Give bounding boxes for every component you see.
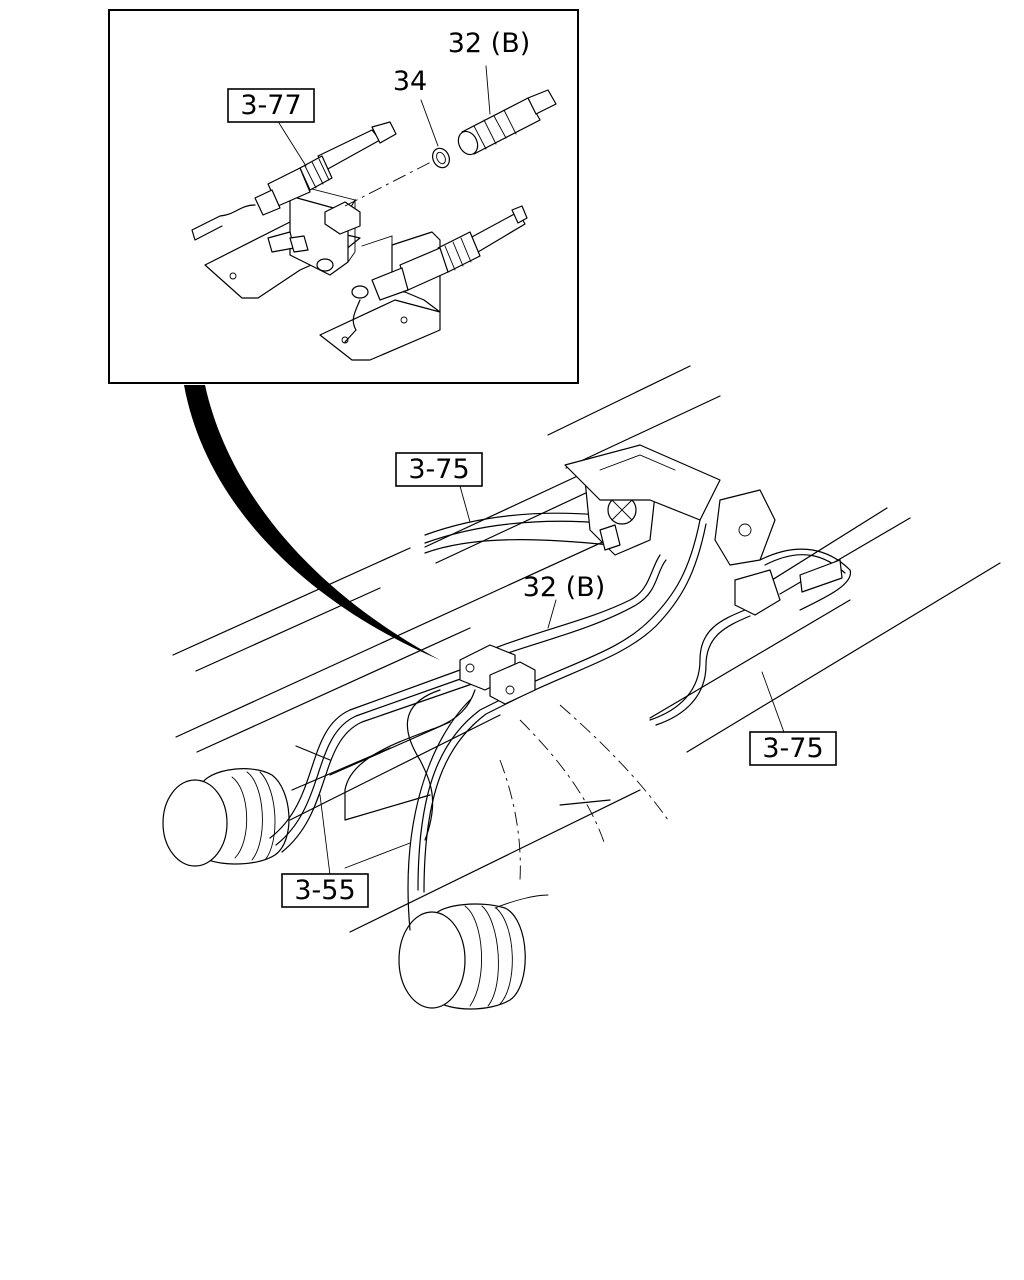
- valve-block-left: [459, 644, 536, 705]
- brake-drum-left: [162, 768, 290, 867]
- leader-lines: [319, 485, 786, 876]
- inset-connector-arrow: [184, 385, 440, 660]
- inset-tee-fitting: [267, 159, 436, 272]
- svg-text:3-75: 3-75: [408, 454, 469, 485]
- label-34: 34: [393, 66, 427, 97]
- inset-hose-lower: [344, 205, 528, 343]
- inset-frame: [108, 9, 579, 384]
- label-32b-inset: 32 (B): [448, 28, 531, 59]
- svg-text:3-55: 3-55: [294, 875, 355, 906]
- svg-text:3-77: 3-77: [240, 90, 301, 121]
- label-32b-main: 32 (B): [523, 572, 606, 603]
- valve-block-right: [714, 489, 843, 616]
- callout-3-75-lower: 3-75: [749, 731, 837, 766]
- callout-3-77: 3-77: [227, 88, 315, 123]
- svg-text:3-75: 3-75: [762, 733, 823, 764]
- inset-hose-upper: [191, 121, 397, 241]
- brake-drum-right: [398, 894, 549, 1010]
- inset-part-34-washer: [420, 99, 450, 169]
- inset-part-32b-hose: [457, 65, 557, 156]
- inset-detail: [108, 9, 579, 384]
- crossmember: [564, 444, 721, 521]
- callout-3-75-upper: 3-75: [395, 452, 483, 487]
- axle-housing: [344, 689, 669, 881]
- brake-lines: [269, 477, 851, 931]
- frame-rails: [172, 365, 1001, 933]
- chassis-view: [162, 365, 1001, 1010]
- callout-3-55: 3-55: [281, 873, 369, 908]
